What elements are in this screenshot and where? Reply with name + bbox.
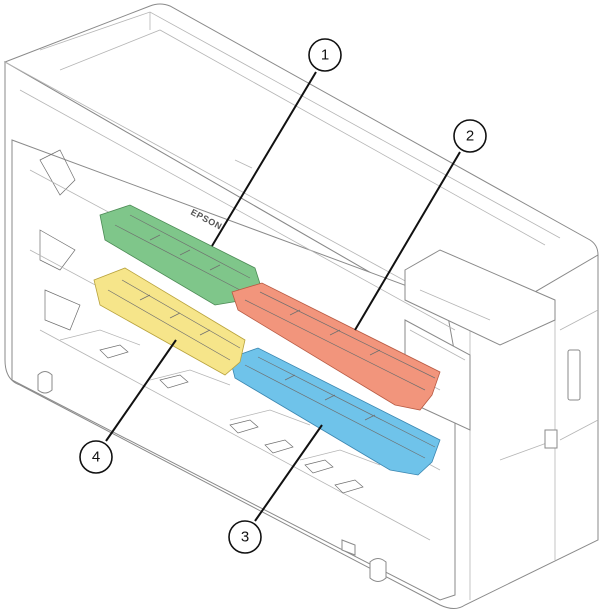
callout-4: 4 <box>79 339 177 474</box>
callout-3: 3 <box>228 424 323 554</box>
part-4-yellow <box>93 267 246 376</box>
callout-1-circle <box>308 38 342 72</box>
callout-1: 1 <box>211 38 342 247</box>
callout-4-label: 4 <box>92 449 100 466</box>
callout-3-circle <box>228 520 262 554</box>
part-3-blue <box>229 347 441 476</box>
callout-1-label: 1 <box>321 47 329 64</box>
callout-2-circle <box>453 119 487 153</box>
callout-4-circle <box>79 440 113 474</box>
callout-3-label: 3 <box>241 529 249 546</box>
callout-2: 2 <box>354 119 487 331</box>
part-2-salmon <box>231 282 441 411</box>
callout-2-label: 2 <box>466 128 474 145</box>
